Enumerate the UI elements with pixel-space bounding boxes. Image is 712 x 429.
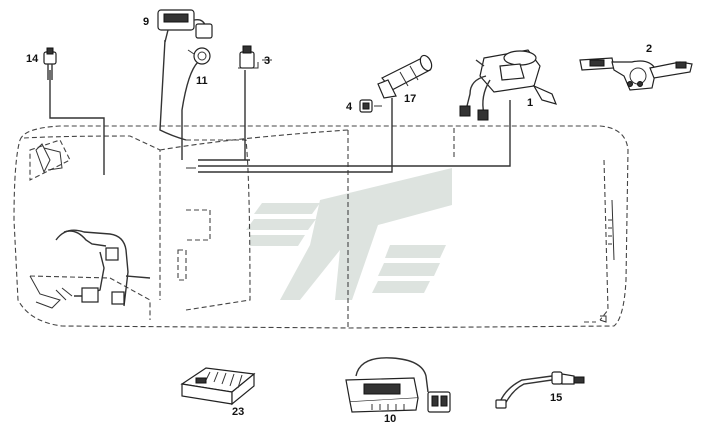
part-9-connector [157, 9, 213, 43]
callout-14: 14 [26, 53, 39, 65]
part-10-headlight-switch [345, 357, 451, 413]
front-door-detail [29, 143, 73, 309]
part-14-connector [43, 47, 57, 80]
part-4-relay [359, 99, 373, 113]
callout-1: 1 [527, 97, 533, 109]
part-3-switch [238, 45, 259, 69]
part-23-control-module [180, 367, 256, 406]
part-17-lighter [377, 54, 433, 99]
callout-leaders [262, 59, 382, 107]
callout-9: 9 [143, 16, 149, 28]
dashboard-harness [55, 229, 151, 307]
harness-wires [49, 39, 511, 175]
callout-3: 3 [264, 55, 270, 67]
callout-17: 17 [404, 93, 416, 105]
callout-labels: 1 2 3 4 9 10 11 14 15 17 23 [26, 16, 652, 425]
callout-11: 11 [196, 75, 208, 87]
part-15-sensor [495, 371, 585, 409]
callout-15: 15 [550, 392, 562, 404]
part-1-ignition-switch [459, 49, 558, 121]
callout-2: 2 [646, 43, 652, 55]
part-2-combination-switch [579, 57, 693, 91]
watermark-logo [246, 168, 452, 300]
callout-23: 23 [232, 406, 244, 418]
part-11-bulb-holder [187, 47, 211, 65]
callout-10: 10 [384, 413, 396, 425]
callout-4: 4 [346, 101, 353, 113]
vehicle-outline [13, 125, 629, 329]
